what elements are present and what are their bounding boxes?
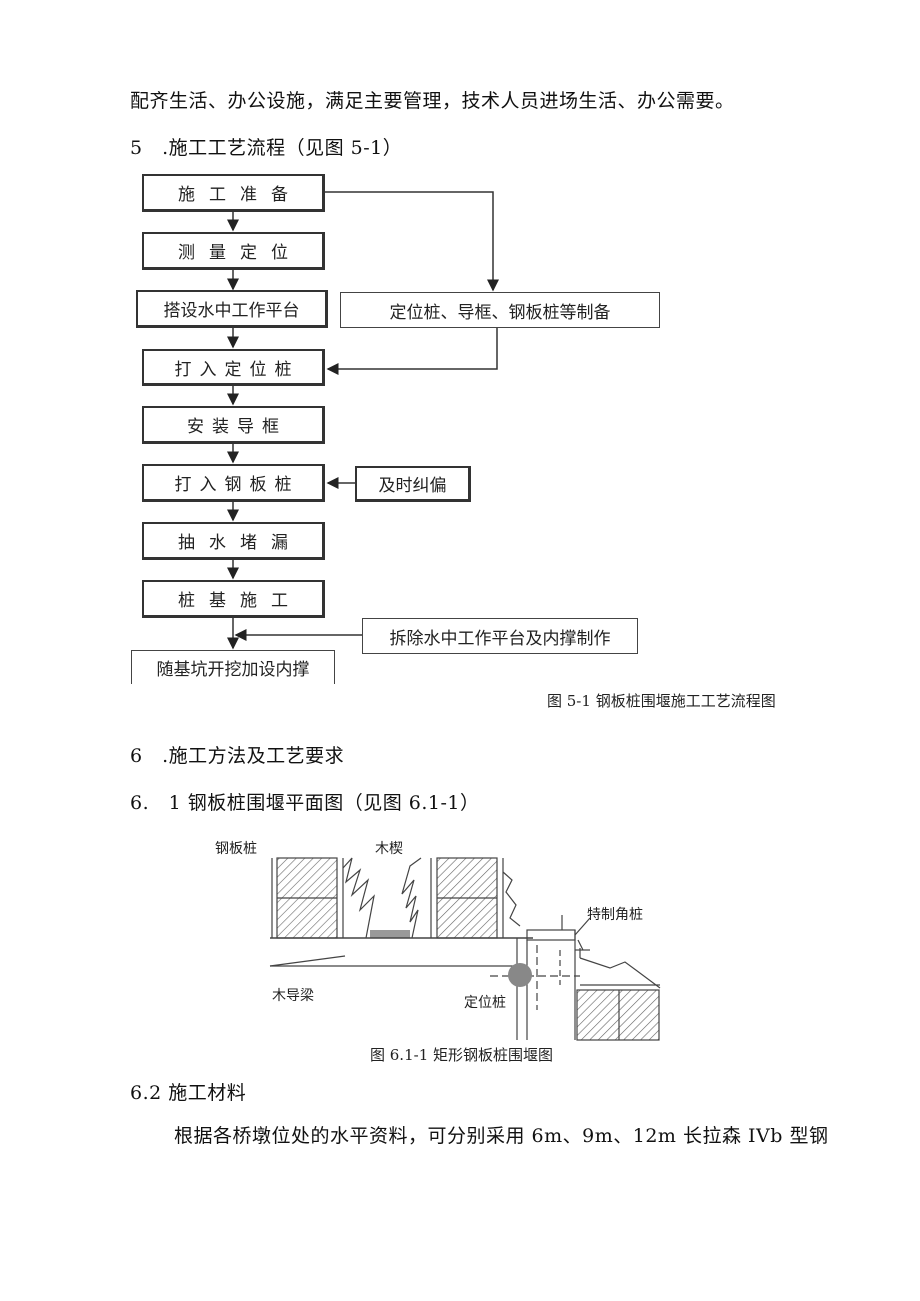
flowchart-connectors — [227, 191, 499, 650]
label-locating-pile: 定位桩 — [464, 995, 506, 1011]
flow-step-survey: 测量定位 — [142, 232, 325, 270]
flow-step-drive-sheet-piles: 打入钢板桩 — [142, 464, 325, 502]
section-heading-6-1: 6. 1 钢板桩围堰平面图（见图 6.1-1） — [130, 792, 480, 814]
label-wood-guide-beam: 木导梁 — [272, 988, 314, 1004]
flow-step-dewatering: 抽水堵漏 — [142, 522, 325, 560]
flow-step-dismantle-platform: 拆除水中工作平台及内撑制作 — [362, 618, 638, 654]
section-heading-6: 6 .施工方法及工艺要求 — [130, 745, 345, 767]
flow-step-pile-foundation: 桩基施工 — [142, 580, 325, 618]
flow-step-preparation: 施工准备 — [142, 174, 325, 212]
figure-caption-5-1: 图 5-1 钢板桩围堰施工工艺流程图 — [547, 692, 776, 710]
flow-step-install-guide-frame: 安装导框 — [142, 406, 325, 444]
label-wood-wedge: 木楔 — [375, 841, 403, 857]
flow-step-correct-deviation: 及时纠偏 — [355, 466, 471, 502]
label-sheet-pile: 钢板桩 — [215, 841, 257, 857]
paragraph-intro: 配齐生活、办公设施，满足主要管理，技术人员进场生活、办公需要。 — [130, 90, 735, 112]
section-heading-5: 5 .施工工艺流程（见图 5-1） — [130, 137, 403, 159]
flow-step-prefabrication: 定位桩、导框、钢板桩等制备 — [340, 292, 660, 328]
flow-step-add-bracing: 随基坑开挖加设内撑 — [131, 650, 335, 684]
section-heading-6-2: 6.2 施工材料 — [130, 1082, 247, 1104]
label-corner-pile: 特制角桩 — [587, 907, 643, 923]
flow-step-platform: 搭设水中工作平台 — [136, 290, 328, 328]
figure-caption-6-1-1: 图 6.1-1 矩形钢板桩围堰图 — [370, 1046, 554, 1064]
flow-step-locating-piles: 打入定位桩 — [142, 349, 325, 386]
paragraph-materials: 根据各桥墩位处的水平资料，可分别采用 6m、9m、12m 长拉森 IVb 型钢 — [174, 1125, 829, 1147]
